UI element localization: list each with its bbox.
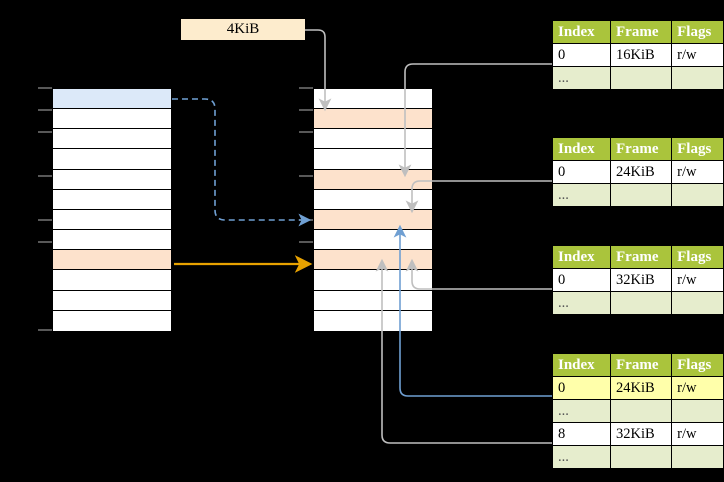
table-cell: r/w (671, 376, 724, 400)
wire-table2-to-memory (405, 180, 552, 214)
table-cell: r/w (671, 43, 724, 67)
table-cell: 0 (551, 43, 612, 67)
virtual-address-space-row (53, 169, 171, 190)
column-header-flags: Flags (671, 245, 724, 269)
column-header-index: Index (551, 353, 612, 377)
table-cell (610, 399, 673, 423)
table-cell (610, 66, 673, 90)
table-cell (671, 183, 724, 207)
virtual-address-space-row (53, 270, 171, 291)
wire-table3-to-memory (405, 258, 552, 290)
physical-memory-row (314, 290, 432, 311)
table-cell (671, 291, 724, 315)
physical-memory-column (313, 88, 433, 331)
virtual-address-space-row (53, 250, 171, 271)
middle-column-ticks (299, 87, 313, 243)
table-cell: 0 (551, 160, 612, 184)
table-row: ... (551, 399, 724, 423)
table-cell: ... (551, 399, 612, 423)
table-cell: r/w (671, 268, 724, 292)
physical-memory-row (314, 169, 432, 190)
virtual-address-space-row (53, 109, 171, 130)
physical-memory-row (314, 109, 432, 130)
column-header-frame: Frame (610, 137, 673, 161)
table-cell: 0 (551, 376, 612, 400)
virtual-address-space-row (53, 310, 171, 331)
column-header-frame: Frame (610, 245, 673, 269)
table-cell: ... (551, 183, 612, 207)
virtual-address-space-row (53, 209, 171, 231)
table-cell (610, 445, 673, 469)
virtual-address-space-row (53, 189, 171, 210)
table-cell: ... (551, 291, 612, 315)
table-cell (671, 66, 724, 90)
physical-memory-row (314, 270, 432, 291)
left-column-ticks (38, 87, 52, 331)
table-cell: 24KiB (610, 160, 673, 184)
table-cell: 32KiB (610, 268, 673, 292)
table-cell: r/w (671, 160, 724, 184)
table-cell (610, 183, 673, 207)
page-size-tag: 4KiB (181, 19, 305, 40)
table-cell: 0 (551, 268, 612, 292)
table-row: ... (551, 445, 724, 469)
table-row: ... (551, 66, 724, 90)
virtual-address-space-row (53, 149, 171, 170)
column-header-flags: Flags (671, 20, 724, 44)
wire-virtual-to-physical-dashed (172, 98, 312, 227)
table-cell (671, 399, 724, 423)
virtual-address-space-row (53, 230, 171, 251)
table-cell: 16KiB (610, 43, 673, 67)
column-header-flags: Flags (671, 353, 724, 377)
table-row: ... (551, 291, 724, 315)
column-header-index: Index (551, 245, 612, 269)
table-cell: ... (551, 445, 612, 469)
physical-memory-row (314, 89, 432, 110)
column-header-index: Index (551, 20, 612, 44)
virtual-address-space-row (53, 89, 171, 110)
table-cell (610, 291, 673, 315)
virtual-address-space-row (53, 290, 171, 311)
physical-memory-row (314, 250, 432, 271)
physical-memory-row (314, 230, 432, 251)
physical-memory-row (314, 310, 432, 331)
virtual-address-space-column (52, 88, 172, 331)
table-cell: 8 (551, 422, 612, 446)
table-cell: 32KiB (610, 422, 673, 446)
column-header-index: Index (551, 137, 612, 161)
table-cell (671, 445, 724, 469)
physical-memory-row (314, 149, 432, 170)
physical-memory-row (314, 129, 432, 150)
physical-memory-row (314, 209, 432, 231)
physical-memory-row (314, 189, 432, 210)
column-header-frame: Frame (610, 353, 673, 377)
table-cell: ... (551, 66, 612, 90)
column-header-frame: Frame (610, 20, 673, 44)
virtual-address-space-row (53, 129, 171, 150)
column-header-flags: Flags (671, 137, 724, 161)
table-cell: 24KiB (610, 376, 673, 400)
table-cell: r/w (671, 422, 724, 446)
table-row: ... (551, 183, 724, 207)
page-size-tag-label: 4KiB (226, 21, 260, 37)
